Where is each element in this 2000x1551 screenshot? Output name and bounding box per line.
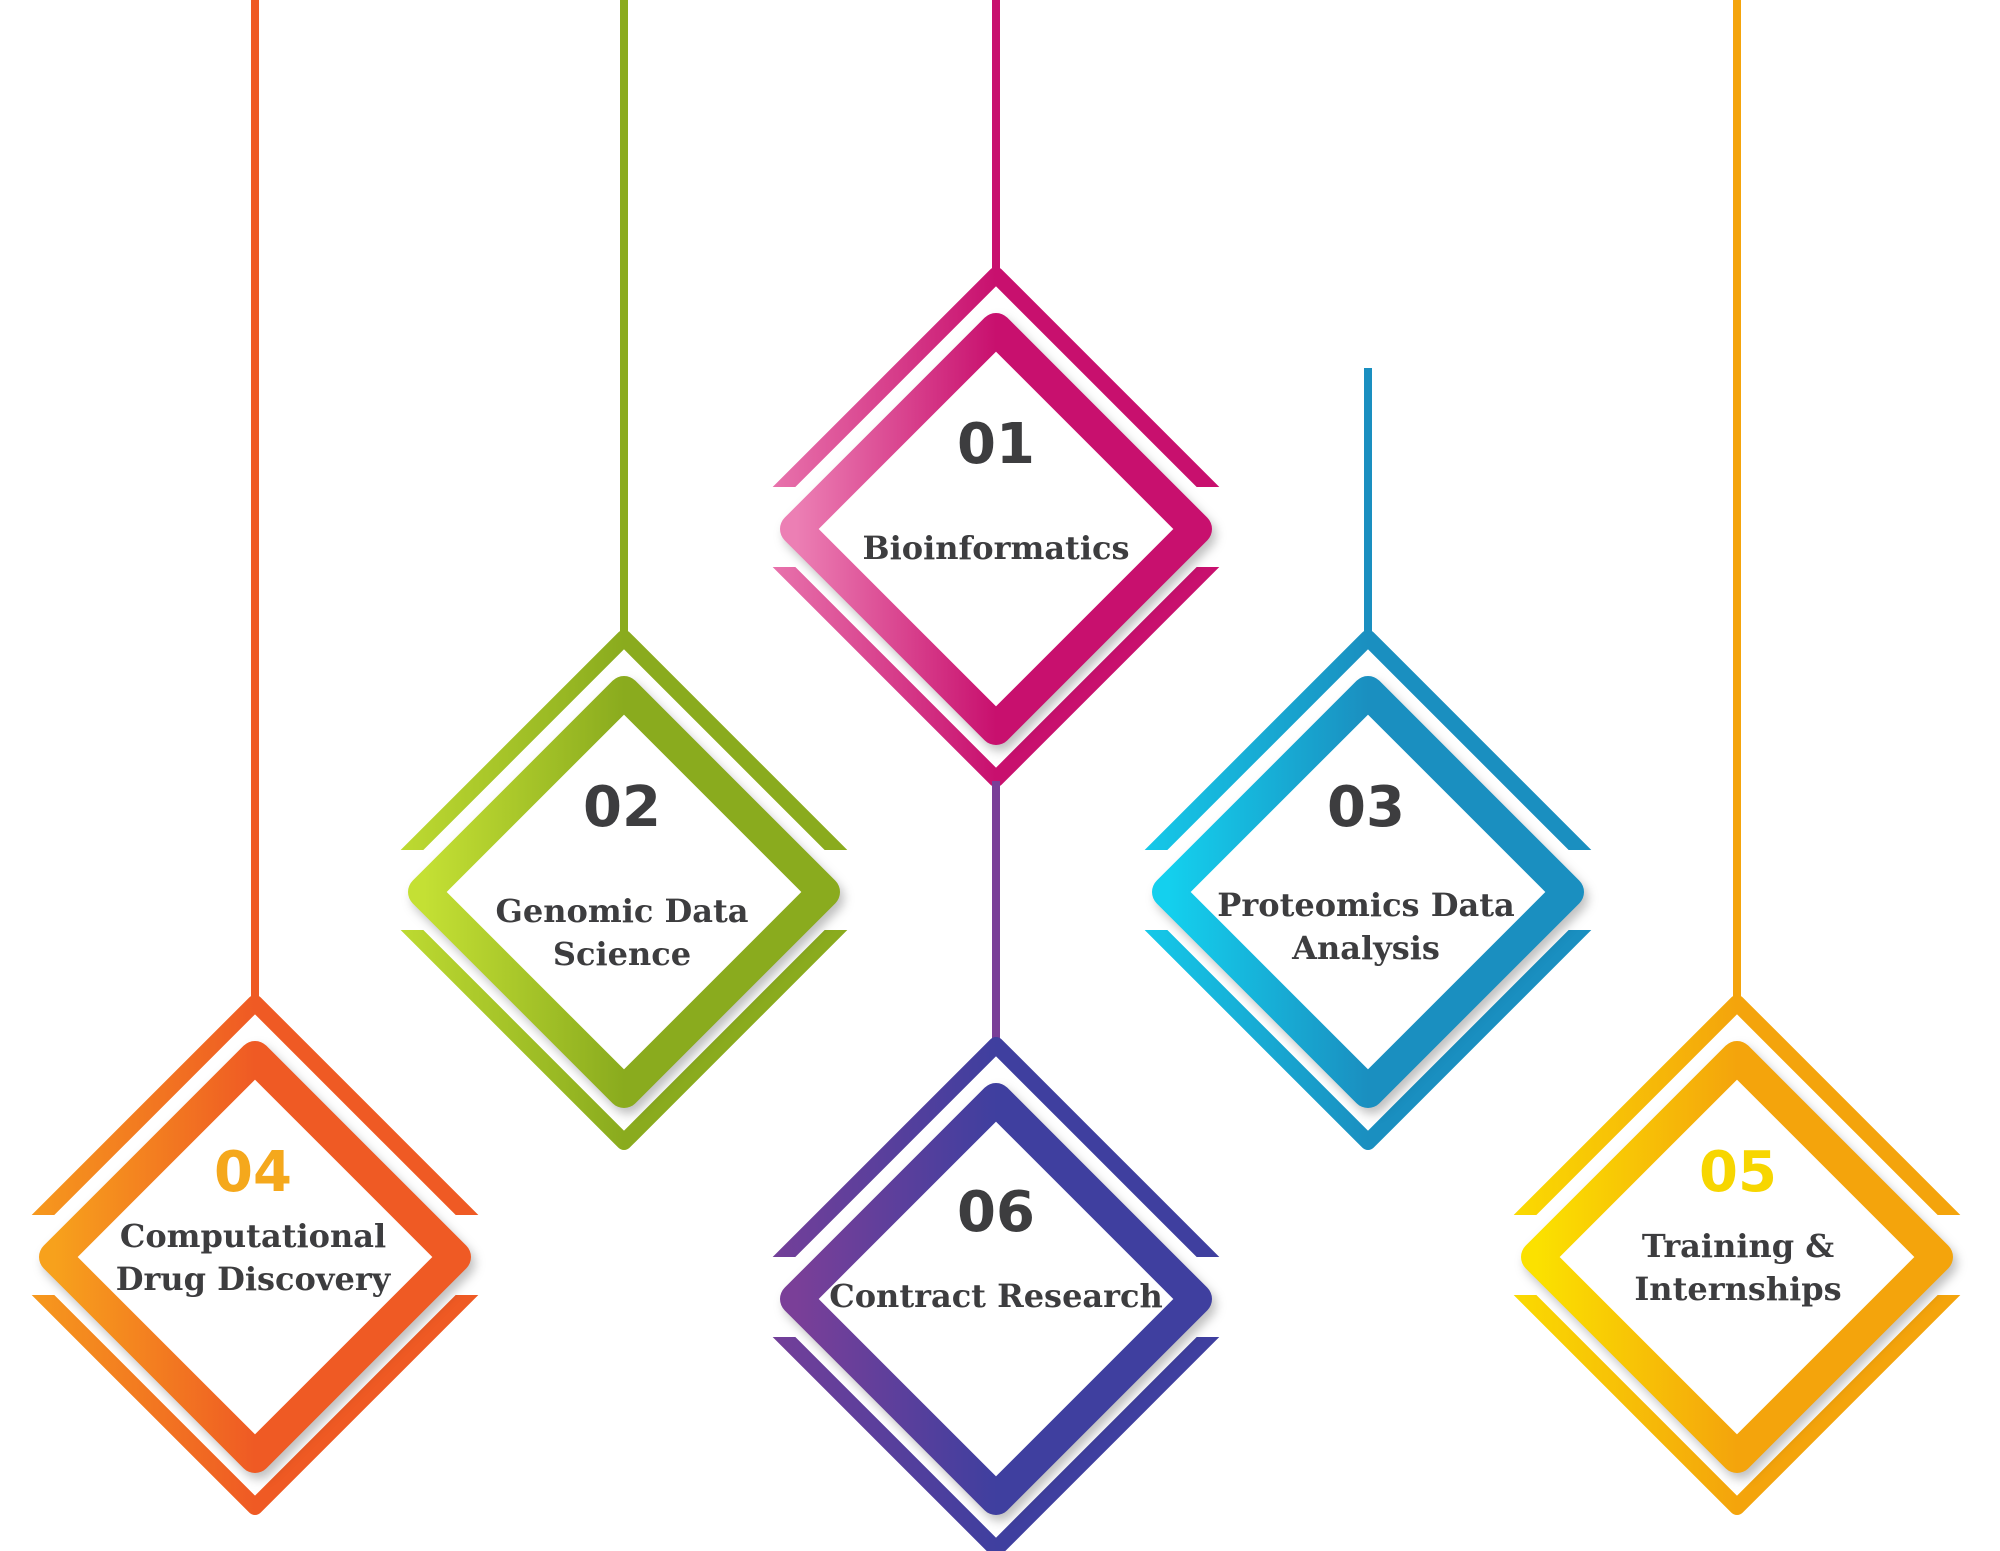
node-genomic-data-science: 02 Genomic Data Science: [442, 775, 802, 976]
outer-frame: [364, 630, 884, 1150]
inner-diamond: [1521, 1041, 1953, 1473]
node-label: Proteomics Data Analysis: [1217, 886, 1515, 967]
node-number: 04: [214, 1140, 292, 1205]
outer-frame: [1477, 995, 1997, 1515]
outer-frame: [1108, 630, 1628, 1150]
node-label: Training & Internships: [1634, 1227, 1842, 1308]
node-proteomics-data-analysis: 03 Proteomics Data Analysis: [1186, 775, 1546, 970]
inner-diamond: [408, 676, 840, 1108]
node-label: Computational Drug Discovery: [115, 1217, 391, 1298]
node-bioinformatics: 01 Bioinformatics: [816, 412, 1176, 570]
node-number: 05: [1699, 1140, 1777, 1205]
inner-diamond: [780, 1083, 1212, 1515]
outer-frame: [736, 267, 1256, 787]
outer-frame: [0, 995, 515, 1515]
outer-frame: [736, 1037, 1256, 1551]
node-label: Genomic Data Science: [495, 892, 749, 973]
node-label: Bioinformatics: [862, 529, 1130, 567]
node-contract-research: 06 Contract Research: [816, 1180, 1176, 1318]
node-training-internships: 05 Training & Internships: [1558, 1140, 1918, 1311]
inner-diamond: [780, 313, 1212, 745]
node-number: 01: [957, 412, 1035, 477]
node-number: 06: [957, 1180, 1035, 1245]
inner-diamond: [1152, 676, 1584, 1108]
node-number: 03: [1327, 775, 1405, 840]
node-number: 02: [583, 775, 661, 840]
node-label: Contract Research: [829, 1277, 1163, 1315]
inner-diamond: [39, 1041, 471, 1473]
node-computational-drug-discovery: 04 Computational Drug Discovery: [73, 1140, 433, 1301]
